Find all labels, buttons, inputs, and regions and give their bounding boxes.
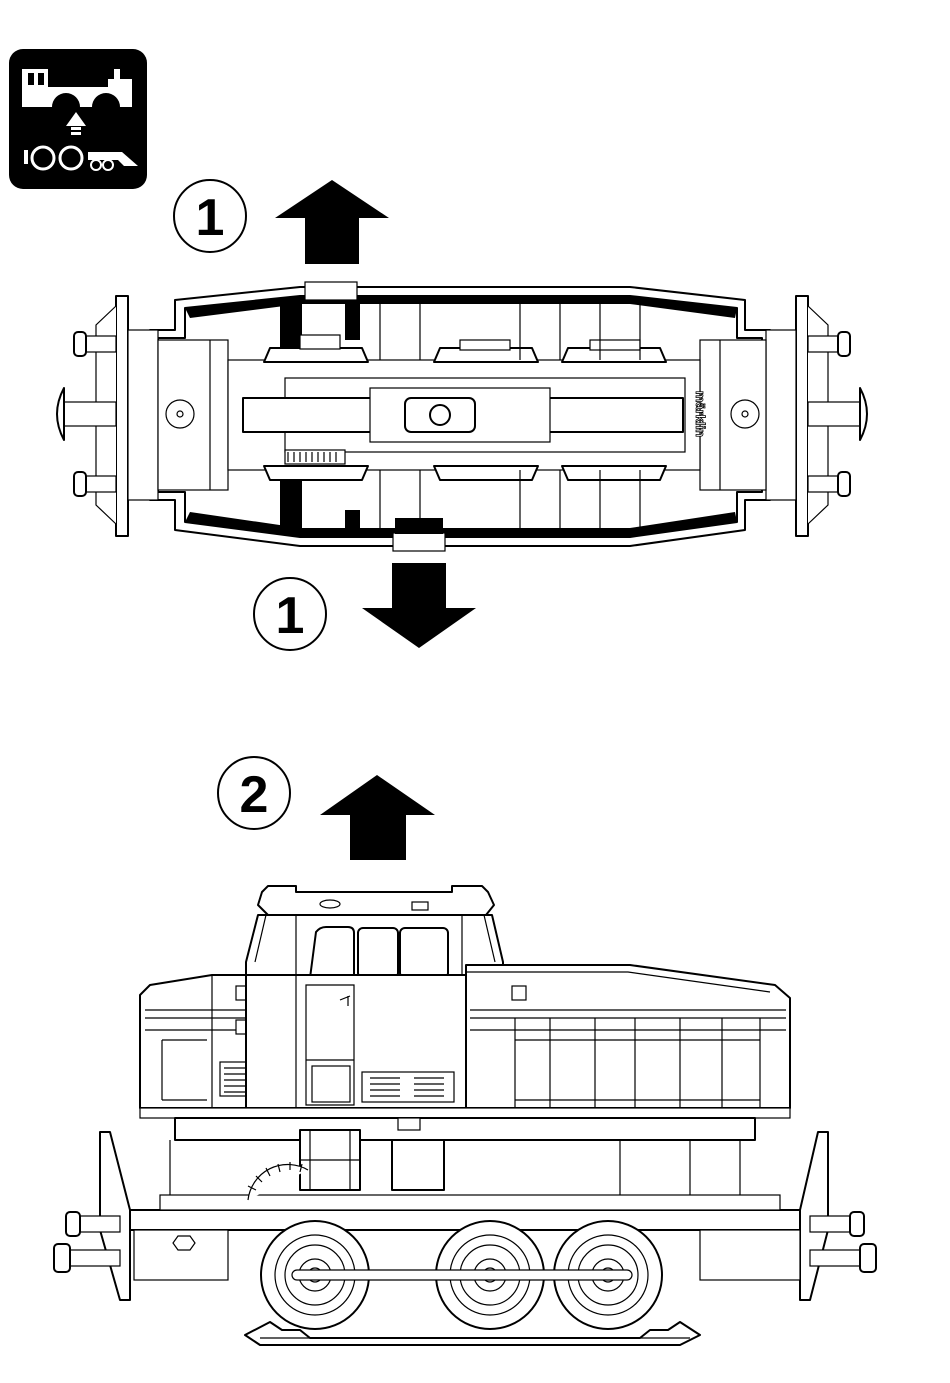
locomotive-side-view [54,886,876,1345]
step-1-bottom: 1 [254,563,476,650]
locomotive-lift-icon [9,49,147,189]
arrow-up-icon [275,180,389,264]
arrow-down-icon [362,563,476,648]
step-2: 2 [218,757,435,860]
step-1b-number: 1 [276,587,305,645]
step-1-top: 1 [174,180,389,264]
arrow-up-icon [320,775,435,860]
chassis-underside: märklin [57,282,867,551]
step-1-number: 1 [196,189,225,247]
chassis-marking: märklin [693,391,708,437]
step-2-number: 2 [240,766,269,824]
